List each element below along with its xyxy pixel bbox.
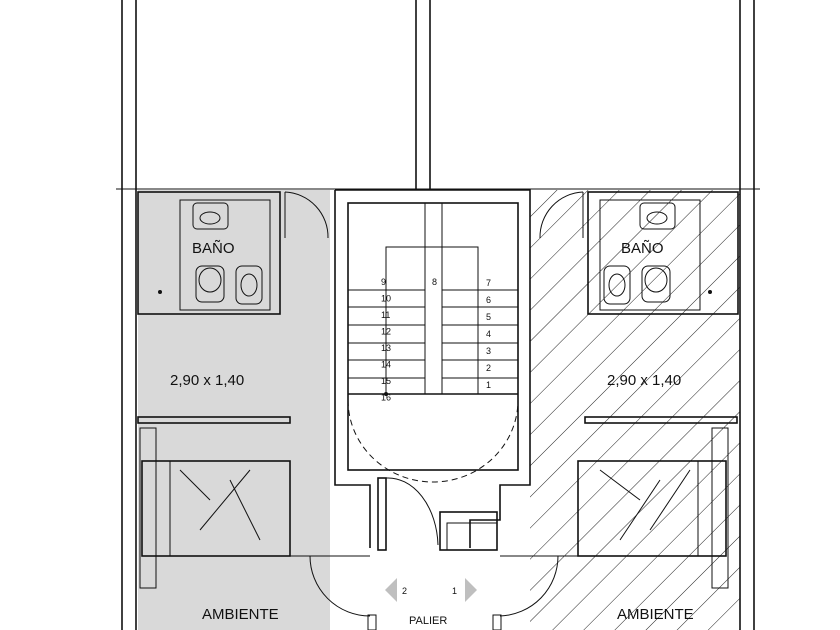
stair-step-number: 12 xyxy=(381,327,391,337)
left-dimensions: 2,90 x 1,40 xyxy=(170,372,244,389)
stair-step-number: 9 xyxy=(381,277,386,287)
stair-step-number: 8 xyxy=(432,277,437,287)
stair-step-number: 6 xyxy=(486,295,491,305)
landing-area xyxy=(370,485,500,630)
left-bath-label: BAÑO xyxy=(192,240,235,257)
stair-step-number: 15 xyxy=(381,376,391,386)
right-bathroom xyxy=(539,191,739,315)
landing-label: PALIER xyxy=(409,615,447,627)
stair-step-number: 13 xyxy=(381,343,391,353)
stair-step-number: 14 xyxy=(381,360,391,370)
right-bath-label: BAÑO xyxy=(621,240,664,257)
stair-step-number: 7 xyxy=(486,278,491,288)
stair-step-number: 5 xyxy=(486,312,491,322)
unit-1-label: 1 xyxy=(452,586,457,596)
unit-2-arrow-icon xyxy=(385,578,397,602)
stair-step-number: 11 xyxy=(381,310,390,320)
landing xyxy=(290,477,580,630)
stair-step-number: 4 xyxy=(486,329,491,339)
stair-step-number: 16 xyxy=(381,393,391,403)
unit-1-arrow-icon xyxy=(465,578,477,602)
left-bathroom xyxy=(137,191,329,315)
right-dimensions: 2,90 x 1,40 xyxy=(607,372,681,389)
right-bed xyxy=(577,460,727,557)
left-room-label: AMBIENTE xyxy=(202,606,279,623)
outer-walls xyxy=(116,0,760,630)
left-bed xyxy=(141,460,291,557)
closets xyxy=(137,416,738,589)
stair-step-number: 1 xyxy=(486,380,491,390)
stair-step-number: 3 xyxy=(486,346,491,356)
stair-step-number: 2 xyxy=(486,363,491,373)
unit-2-label: 2 xyxy=(402,586,407,596)
right-room-label: AMBIENTE xyxy=(617,606,694,623)
stair-step-number: 10 xyxy=(381,294,391,304)
